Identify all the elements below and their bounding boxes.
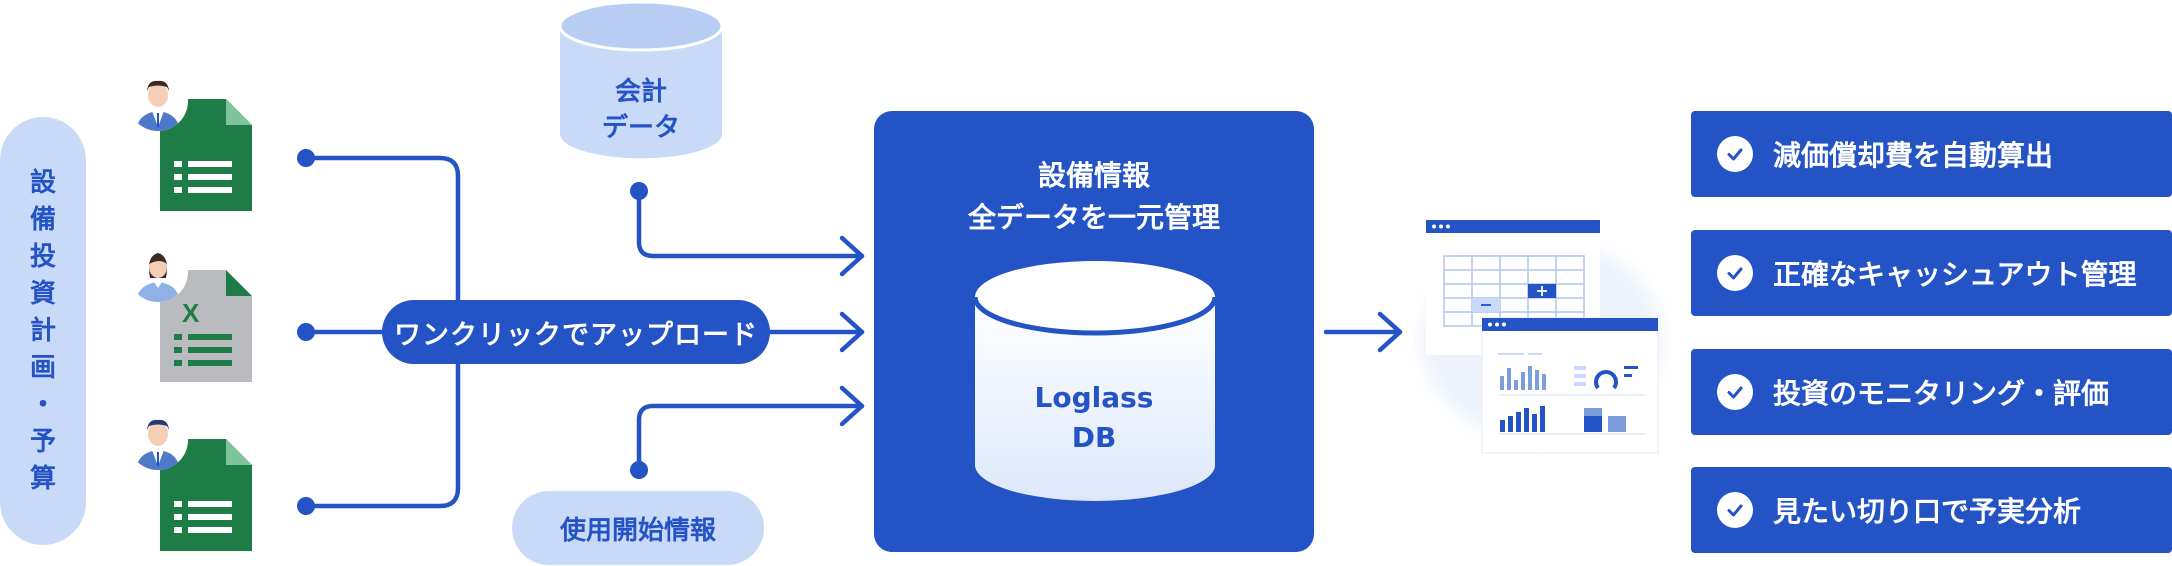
- loglass-db-label: Loglass DB: [975, 378, 1213, 458]
- svg-text:X: X: [182, 298, 200, 328]
- one-click-upload-label: ワンクリックでアップロード: [382, 300, 770, 364]
- check-icon: [1717, 255, 1753, 291]
- usage-start-info-pill: 使用開始情報: [512, 491, 764, 565]
- man-avatar: [128, 410, 188, 470]
- benefit-label: 見たい切り口で予実分析: [1773, 490, 2081, 530]
- accounting-arrow-line: [639, 191, 862, 256]
- central-title-line2: 全データを一元管理: [874, 197, 1314, 239]
- man-avatar: [128, 71, 188, 131]
- central-title: 設備情報 全データを一元管理: [874, 155, 1314, 239]
- db-label-line1: Loglass: [975, 378, 1213, 418]
- benefit-label: 正確なキャッシュアウト管理: [1773, 253, 2136, 293]
- connector-dot: [297, 323, 315, 341]
- check-icon: [1717, 492, 1753, 528]
- central-title-line1: 設備情報: [874, 155, 1314, 197]
- db-label-line2: DB: [975, 418, 1213, 458]
- benefit-item: 見たい切り口で予実分析: [1691, 467, 2172, 553]
- accounting-data-label: 会計 データ: [558, 74, 724, 146]
- accounting-label-line2: データ: [558, 110, 724, 146]
- benefit-item: 正確なキャッシュアウト管理: [1691, 230, 2172, 316]
- benefit-item: 投資のモニタリング・評価: [1691, 349, 2172, 435]
- connector-dot: [297, 497, 315, 515]
- connector-dot: [630, 182, 648, 200]
- accounting-label-line1: 会計: [558, 74, 724, 110]
- benefit-label: 減価償却費を自動算出: [1773, 134, 2053, 174]
- check-icon: [1717, 374, 1753, 410]
- connector-dot: [630, 461, 648, 479]
- check-icon: [1717, 136, 1753, 172]
- connector-dot: [297, 149, 315, 167]
- dashboard-illustration: [1414, 210, 1672, 460]
- benefit-label: 投資のモニタリング・評価: [1773, 372, 2109, 412]
- usage-arrow-line: [639, 406, 862, 470]
- benefit-item: 減価償却費を自動算出: [1691, 111, 2172, 197]
- woman-avatar: [128, 242, 188, 302]
